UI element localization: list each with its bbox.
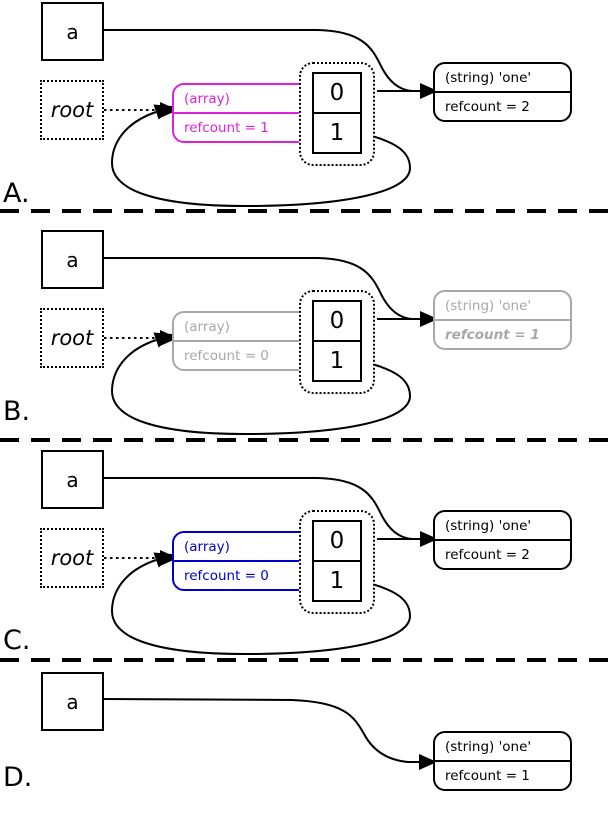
string-zval-box: (string) 'one' refcount = 2 xyxy=(433,510,572,570)
cell1-self-loop-arrow-a xyxy=(110,104,412,208)
cell1-self-loop-arrow-c xyxy=(110,552,412,656)
panel-label-d: D. xyxy=(3,762,33,793)
string-type-label: (string) 'one' xyxy=(445,738,532,755)
array-zval-box: (array) refcount = 0 xyxy=(172,531,311,591)
panel-label-a: A. xyxy=(3,178,30,209)
hash-cell-1: 1 xyxy=(314,340,360,380)
root-box: root xyxy=(40,308,104,368)
panel-label-c: C. xyxy=(3,625,31,656)
string-refcount-label: refcount = 1 xyxy=(435,760,570,789)
array-type-label: (array) xyxy=(184,318,230,335)
hash-cell-1: 1 xyxy=(314,112,360,152)
string-refcount-label: refcount = 2 xyxy=(435,91,570,120)
string-type-label: (string) 'one' xyxy=(445,69,532,86)
root-box: root xyxy=(40,528,104,588)
string-type-label: (string) 'one' xyxy=(445,297,532,314)
var-a-box: a xyxy=(41,672,104,731)
string-zval-box: (string) 'one' refcount = 1 xyxy=(433,731,572,791)
string-type-label: (string) 'one' xyxy=(445,517,532,534)
var-a-box: a xyxy=(41,450,104,509)
a-to-string-line-c xyxy=(102,477,413,540)
var-a-box: a xyxy=(41,2,104,61)
array-type-label: (array) xyxy=(184,538,230,555)
string-zval-box: (string) 'one' refcount = 1 xyxy=(433,290,572,350)
string-zval-box: (string) 'one' refcount = 2 xyxy=(433,62,572,122)
string-refcount-label: refcount = 1 xyxy=(435,319,570,348)
hashtable: 0 1 xyxy=(312,72,362,154)
array-refcount-label: refcount = 0 xyxy=(174,340,309,369)
a-to-string-arrow-d xyxy=(101,698,437,770)
cell1-self-loop-arrow-b xyxy=(110,332,412,436)
panel-label-b: B. xyxy=(3,396,31,427)
hashtable: 0 1 xyxy=(312,520,362,602)
hash-cell-0: 0 xyxy=(329,80,345,106)
var-a-box: a xyxy=(41,230,104,289)
a-to-string-line-b xyxy=(102,257,413,320)
a-to-string-line-a xyxy=(102,29,413,92)
array-zval-box: (array) refcount = 0 xyxy=(172,311,311,371)
array-zval-box: (array) refcount = 1 xyxy=(172,83,311,143)
array-refcount-label: refcount = 1 xyxy=(174,112,309,141)
string-refcount-label: refcount = 2 xyxy=(435,539,570,568)
root-box: root xyxy=(40,80,104,140)
hash-cell-1: 1 xyxy=(314,560,360,600)
hash-cell-0: 0 xyxy=(329,528,345,554)
hashtable: 0 1 xyxy=(312,300,362,382)
array-refcount-label: refcount = 0 xyxy=(174,560,309,589)
array-type-label: (array) xyxy=(184,90,230,107)
hash-cell-0: 0 xyxy=(329,308,345,334)
